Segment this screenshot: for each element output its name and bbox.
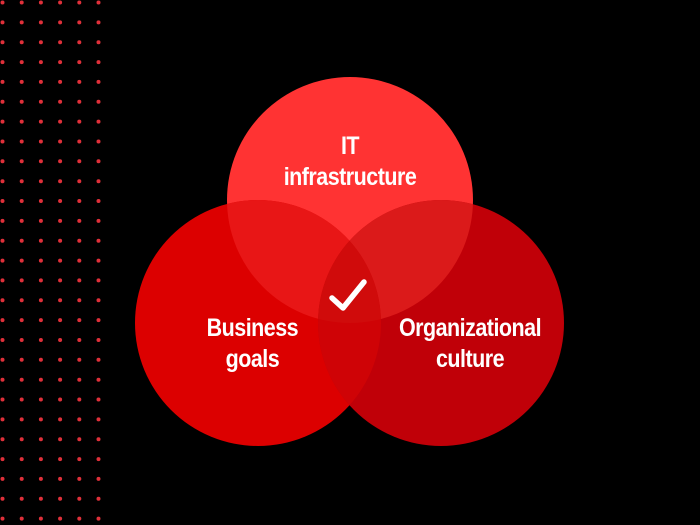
dot-grid-decoration (0, 0, 101, 521)
label-line: goals (225, 345, 280, 373)
label-business-goals: Business goals (166, 313, 338, 375)
label-it-infrastructure: IT infrastructure (264, 131, 436, 193)
overlap-top-right (318, 200, 473, 323)
label-line: infrastructure (283, 163, 417, 191)
label-line: Business (206, 314, 299, 342)
overlap-top-left (227, 200, 381, 323)
label-line: IT (340, 132, 360, 160)
check-icon (329, 279, 367, 311)
label-line: culture (435, 345, 505, 373)
label-line: Organizational (398, 314, 542, 342)
label-organizational-culture: Organizational culture (384, 313, 556, 375)
